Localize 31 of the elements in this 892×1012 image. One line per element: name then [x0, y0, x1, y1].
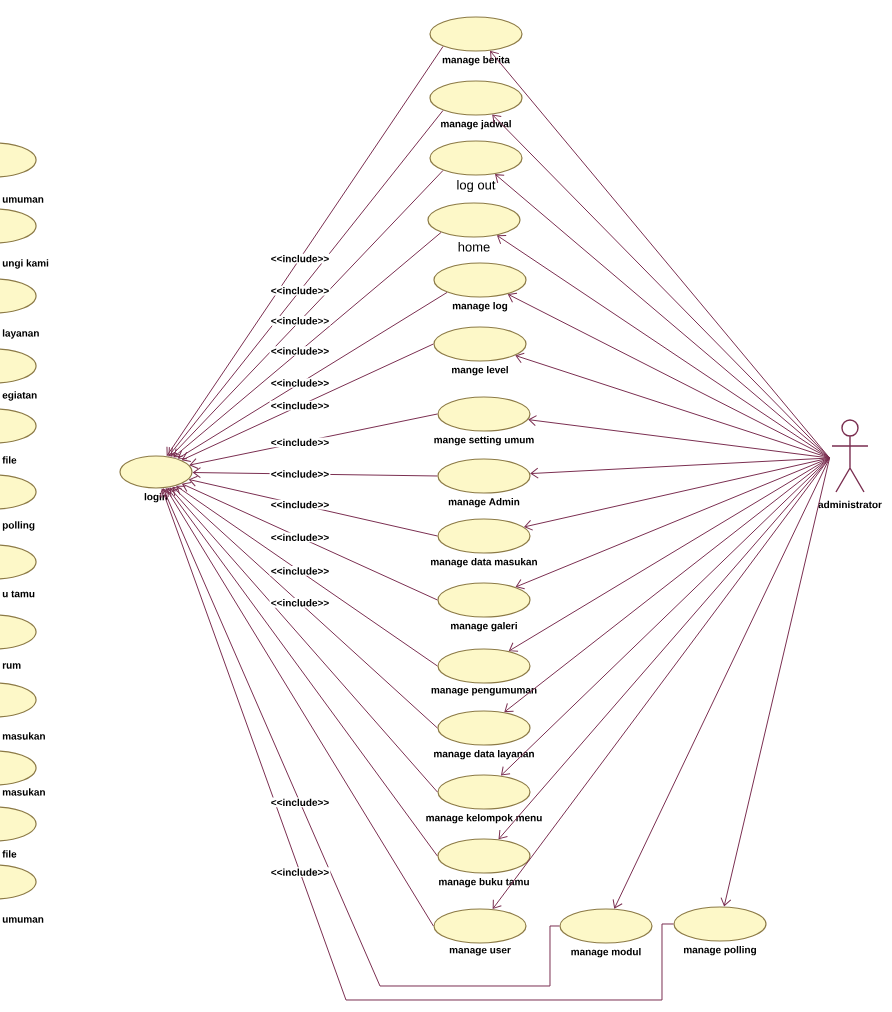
arrow — [161, 488, 560, 987]
arrow — [168, 109, 444, 457]
arrow — [169, 487, 438, 793]
arrow — [159, 488, 674, 1001]
arrow — [515, 352, 831, 459]
arrow — [173, 231, 442, 458]
arrow — [508, 292, 831, 459]
arrow — [167, 487, 438, 857]
arrow — [165, 488, 434, 927]
arrow — [515, 457, 831, 590]
arrow — [509, 457, 831, 652]
arrow — [501, 457, 831, 776]
arrow — [497, 235, 831, 459]
arrow — [504, 457, 831, 713]
arrow — [498, 457, 831, 840]
arrow — [492, 457, 831, 909]
arrow — [528, 415, 831, 459]
arrow — [166, 45, 444, 456]
arrow — [170, 169, 444, 457]
arrow — [492, 114, 831, 459]
arrow — [524, 457, 831, 531]
arrow — [172, 486, 438, 729]
arrow — [495, 174, 831, 459]
arrow — [720, 457, 831, 907]
arrow — [182, 481, 438, 601]
arrow — [181, 343, 434, 462]
arrow — [530, 457, 831, 479]
arrow — [176, 485, 438, 667]
arrow — [612, 457, 831, 909]
arrow — [177, 291, 448, 460]
arrow — [490, 50, 831, 459]
